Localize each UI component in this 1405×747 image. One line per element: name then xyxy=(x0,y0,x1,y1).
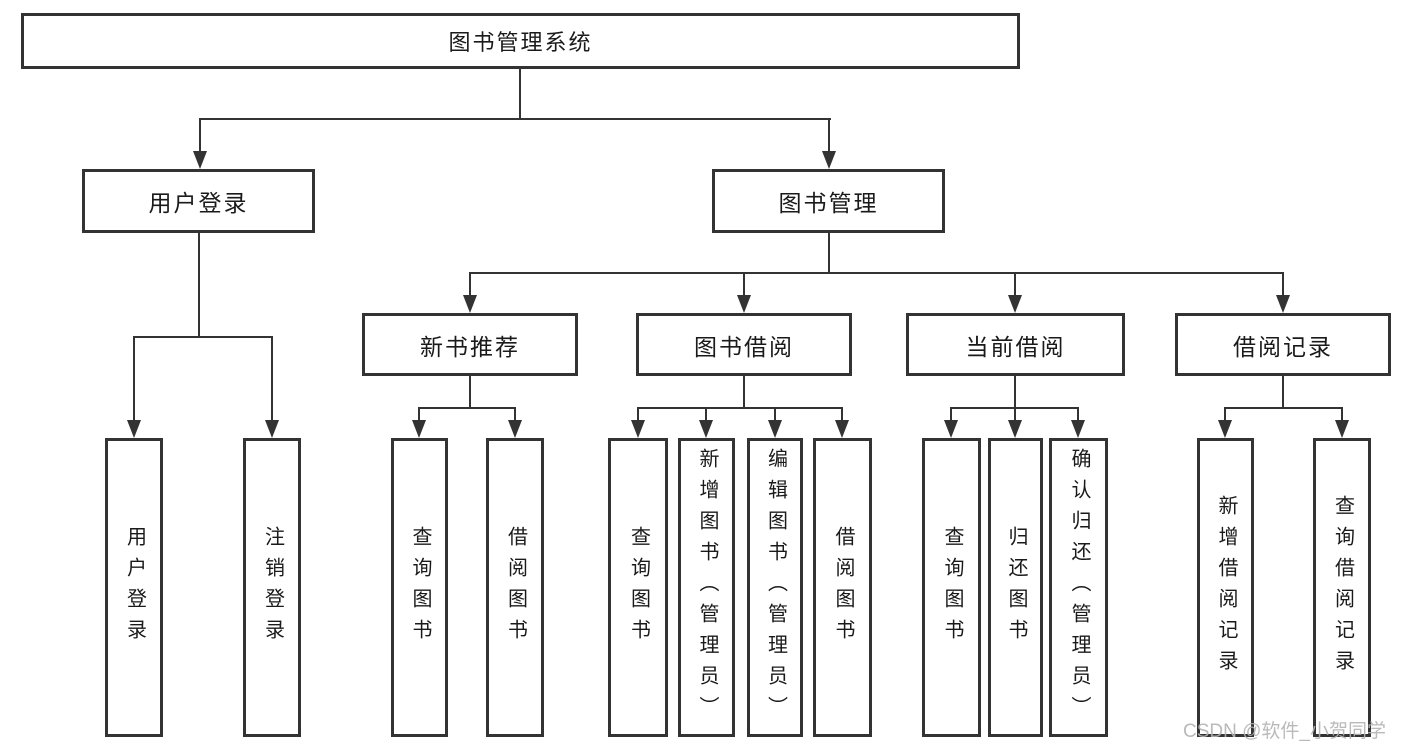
connector-line xyxy=(469,272,1284,274)
connector-line xyxy=(743,272,745,298)
leaf-confirm-return-admin-label: 确认归还（管理员） xyxy=(1068,448,1090,727)
node-root-label: 图书管理系统 xyxy=(448,30,593,55)
arrowhead-down xyxy=(737,295,751,313)
connector-line xyxy=(828,118,830,156)
leaf-user-login: 用户登录 xyxy=(105,438,163,737)
node-book-management-label: 图书管理 xyxy=(778,190,879,216)
leaf-add-books-admin: 新增图书（管理员） xyxy=(678,438,735,737)
leaf-logout-label: 注销登录 xyxy=(261,525,284,650)
leaf-query-borrow-record: 查询借阅记录 xyxy=(1313,438,1371,737)
arrowhead-down xyxy=(944,420,958,438)
connector-line xyxy=(1282,376,1284,407)
leaf-edit-books-admin-label: 编辑图书（管理员） xyxy=(764,448,787,727)
leaf-query-books-2-label: 查询图书 xyxy=(627,525,650,650)
arrowhead-down xyxy=(768,420,782,438)
leaf-borrow-books-1: 借阅图书 xyxy=(486,438,544,737)
connector-line xyxy=(199,118,201,156)
node-borrow-records: 借阅记录 xyxy=(1175,313,1391,376)
leaf-query-books-1-label: 查询图书 xyxy=(409,525,431,650)
connector-line xyxy=(637,407,639,424)
connector-line xyxy=(133,336,273,338)
connector-line xyxy=(1224,407,1226,424)
connector-line xyxy=(950,407,952,424)
leaf-query-books-3-label: 查询图书 xyxy=(941,525,963,650)
arrowhead-down xyxy=(127,420,141,438)
arrowhead-down xyxy=(193,151,207,169)
node-user-login-label: 用户登录 xyxy=(148,190,249,216)
arrowhead-down xyxy=(265,420,279,438)
connector-line xyxy=(469,272,471,298)
connector-line xyxy=(1341,407,1343,424)
connector-line xyxy=(199,118,831,120)
arrowhead-down xyxy=(412,420,426,438)
leaf-query-borrow-record-label: 查询借阅记录 xyxy=(1331,494,1354,681)
leaf-borrow-books-2-label: 借阅图书 xyxy=(832,525,854,650)
connector-line xyxy=(514,407,516,424)
connector-line xyxy=(1014,272,1016,298)
arrowhead-down xyxy=(463,295,477,313)
node-root: 图书管理系统 xyxy=(21,13,1020,69)
connector-line xyxy=(705,407,707,424)
connector-line xyxy=(418,407,516,409)
connector-line xyxy=(743,376,745,407)
leaf-logout: 注销登录 xyxy=(243,438,301,737)
leaf-borrow-books-2: 借阅图书 xyxy=(813,438,872,737)
connector-line xyxy=(1077,407,1079,424)
arrowhead-down xyxy=(822,151,836,169)
connector-line xyxy=(133,336,135,424)
connector-line xyxy=(774,407,776,424)
arrowhead-down xyxy=(835,420,849,438)
connector-line xyxy=(418,407,420,424)
leaf-query-books-3: 查询图书 xyxy=(922,438,981,737)
arrowhead-down xyxy=(631,420,645,438)
csdn-watermark: CSDN @软件_小贺同学 xyxy=(1183,721,1386,742)
node-current-borrow-label: 当前借阅 xyxy=(965,333,1066,360)
node-borrow-records-label: 借阅记录 xyxy=(1233,333,1333,360)
arrowhead-down xyxy=(1276,295,1290,313)
leaf-add-books-admin-label: 新增图书（管理员） xyxy=(696,448,718,727)
node-new-book-recommend-label: 新书推荐 xyxy=(420,333,520,360)
connector-line xyxy=(469,376,471,407)
arrowhead-down xyxy=(508,420,522,438)
connector-line xyxy=(1282,272,1284,298)
leaf-query-books-1: 查询图书 xyxy=(391,438,448,737)
arrowhead-down xyxy=(1071,420,1085,438)
arrowhead-down xyxy=(1218,420,1232,438)
node-book-management: 图书管理 xyxy=(712,169,945,233)
arrowhead-down xyxy=(1008,295,1022,313)
leaf-user-login-label: 用户登录 xyxy=(123,525,146,650)
node-current-borrow: 当前借阅 xyxy=(906,313,1125,376)
node-user-login: 用户登录 xyxy=(82,169,315,233)
connector-line xyxy=(1014,407,1016,424)
connector-line xyxy=(271,336,273,424)
connector-line xyxy=(828,233,830,272)
arrowhead-down xyxy=(699,420,713,438)
connector-line xyxy=(841,407,843,424)
connector-line xyxy=(519,69,521,118)
node-book-borrow: 图书借阅 xyxy=(636,313,852,376)
arrowhead-down xyxy=(1335,420,1349,438)
leaf-query-books-2: 查询图书 xyxy=(608,438,668,737)
connector-line xyxy=(1014,376,1016,407)
connector-line xyxy=(1224,407,1343,409)
leaf-add-borrow-record-label: 新增借阅记录 xyxy=(1215,494,1237,681)
node-book-borrow-label: 图书借阅 xyxy=(694,333,794,360)
connector-line xyxy=(198,233,200,336)
arrowhead-down xyxy=(1008,420,1022,438)
leaf-return-books: 归还图书 xyxy=(988,438,1043,737)
leaf-borrow-books-1-label: 借阅图书 xyxy=(504,525,527,650)
leaf-confirm-return-admin: 确认归还（管理员） xyxy=(1049,438,1108,737)
leaf-add-borrow-record: 新增借阅记录 xyxy=(1197,438,1254,737)
leaf-return-books-label: 归还图书 xyxy=(1005,525,1027,650)
leaf-edit-books-admin: 编辑图书（管理员） xyxy=(747,438,803,737)
connector-line xyxy=(637,407,843,409)
node-new-book-recommend: 新书推荐 xyxy=(362,313,578,376)
